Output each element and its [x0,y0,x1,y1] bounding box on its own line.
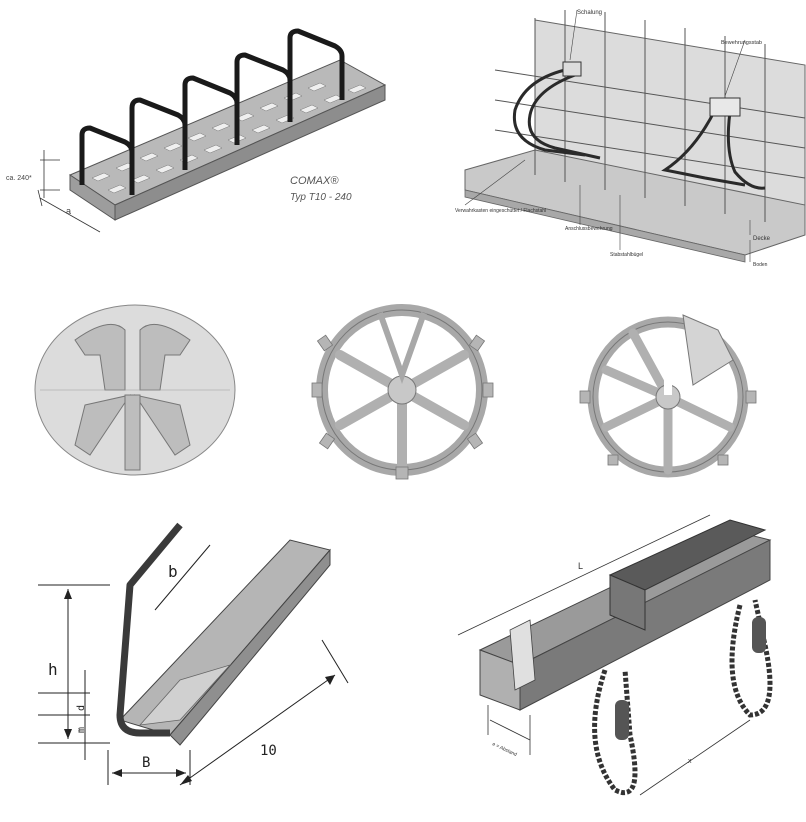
comax-width-label: a [66,206,71,216]
lifting-loops [592,599,773,796]
loop-sleeve-right [752,617,766,653]
right-box [709,97,741,117]
comax-brand-label: COMAX® [290,175,339,187]
box-x-label: x [688,758,692,765]
dim-m-label: m [76,727,87,733]
comax-stirrups [79,28,345,195]
dim-B-label: B [142,755,150,771]
dim-length-label: 10 [260,743,277,759]
upper-box [562,61,582,77]
bent-rebar [116,522,183,737]
lifting-box-drawing: L e = Abstand x [457,514,773,796]
rebar-profile-drawing: b h d m B 10 [38,522,349,786]
wall-label-mid: Anschlussbewehrung [565,226,613,232]
box-body [478,519,772,711]
box-dim-label: e = Abstand [491,741,518,758]
box-length-label: L [578,561,583,571]
wall-label-left: Verwahrkasten eingeschüttet / Flachstahl [455,208,546,214]
dim-d-label: d [76,705,87,711]
comax-dimension-lines [37,150,101,233]
loop-sleeve-left [615,700,629,740]
wall-label-right-bottom: Boden [753,262,768,268]
comax-rebar-ladder-drawing: ca. 240* a COMAX® Typ T10 - 240 [6,28,387,233]
comax-type-label: Typ T10 - 240 [290,192,352,203]
wall-label-top: Schalung [577,10,602,16]
comax-height-label: ca. 240* [6,175,32,182]
wheel-spacer-right-drawing [579,314,757,478]
wall-connection-drawing: Schalung Bewehrungsstab Verwahrkasten ei… [455,9,806,268]
connection-bars [512,68,766,190]
channel-profile [119,539,331,746]
dim-b-label: b [168,562,178,581]
round-spacer-left-drawing [34,304,236,476]
wheel-spacer-center-drawing [311,304,494,480]
wall-label-right: Bewehrungsstab [721,40,762,46]
wall-label-bottom: Stabstahlbügel [610,252,643,258]
wall-label-right-low: Decke [753,236,771,242]
dim-h-label: h [48,660,58,679]
